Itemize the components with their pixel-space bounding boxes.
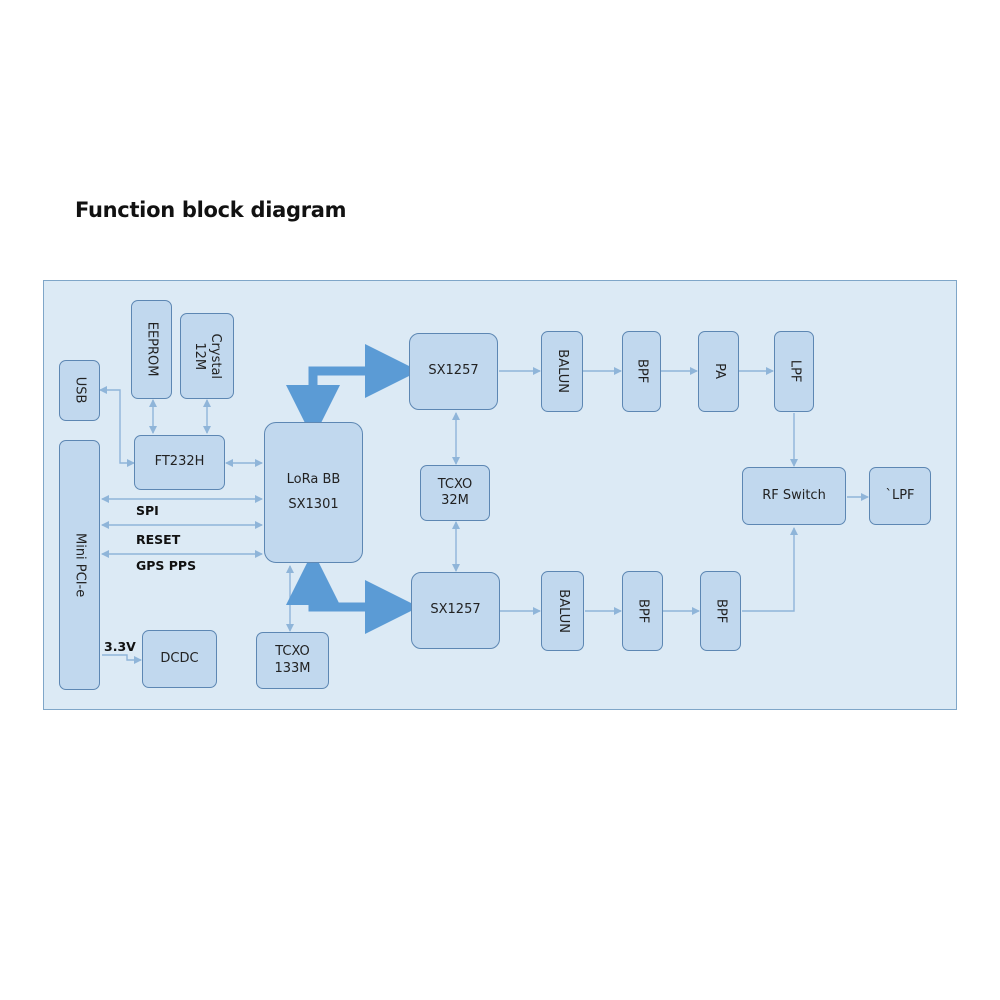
ft232h-block: FT232H (134, 435, 225, 490)
pa-block: PA (698, 331, 739, 412)
bpf-bottom1-block: BPF (622, 571, 663, 651)
balun-top-block: BALUN (541, 331, 583, 412)
crystal-block: Crystal 12M (180, 313, 234, 399)
mini-pcie-block: Mini PCI-e (59, 440, 100, 690)
bpf-top-block: BPF (622, 331, 661, 412)
lpf-top-block: LPF (774, 331, 814, 412)
sx1257-top-block: SX1257 (409, 333, 498, 410)
diagram-title: Function block diagram (75, 198, 347, 222)
lpf-out-block: `LPF (869, 467, 931, 525)
crystal-label: Crystal 12M (191, 333, 224, 379)
gps-pps-label: GPS PPS (136, 558, 197, 573)
tcxo-32m-block: TCXO 32M (420, 465, 490, 521)
reset-label: RESET (136, 532, 181, 547)
spi-label: SPI (136, 503, 159, 518)
lora-bb-block: LoRa BB SX1301 (264, 422, 363, 563)
tcxo-133m-block: TCXO 133M (256, 632, 329, 689)
eeprom-block: EEPROM (131, 300, 172, 399)
usb-block: USB (59, 360, 100, 421)
dcdc-block: DCDC (142, 630, 217, 688)
rf-switch-block: RF Switch (742, 467, 846, 525)
bpf-bottom2-block: BPF (700, 571, 741, 651)
v33-label: 3.3V (104, 639, 136, 654)
sx1257-bottom-block: SX1257 (411, 572, 500, 649)
balun-bottom-block: BALUN (541, 571, 584, 651)
